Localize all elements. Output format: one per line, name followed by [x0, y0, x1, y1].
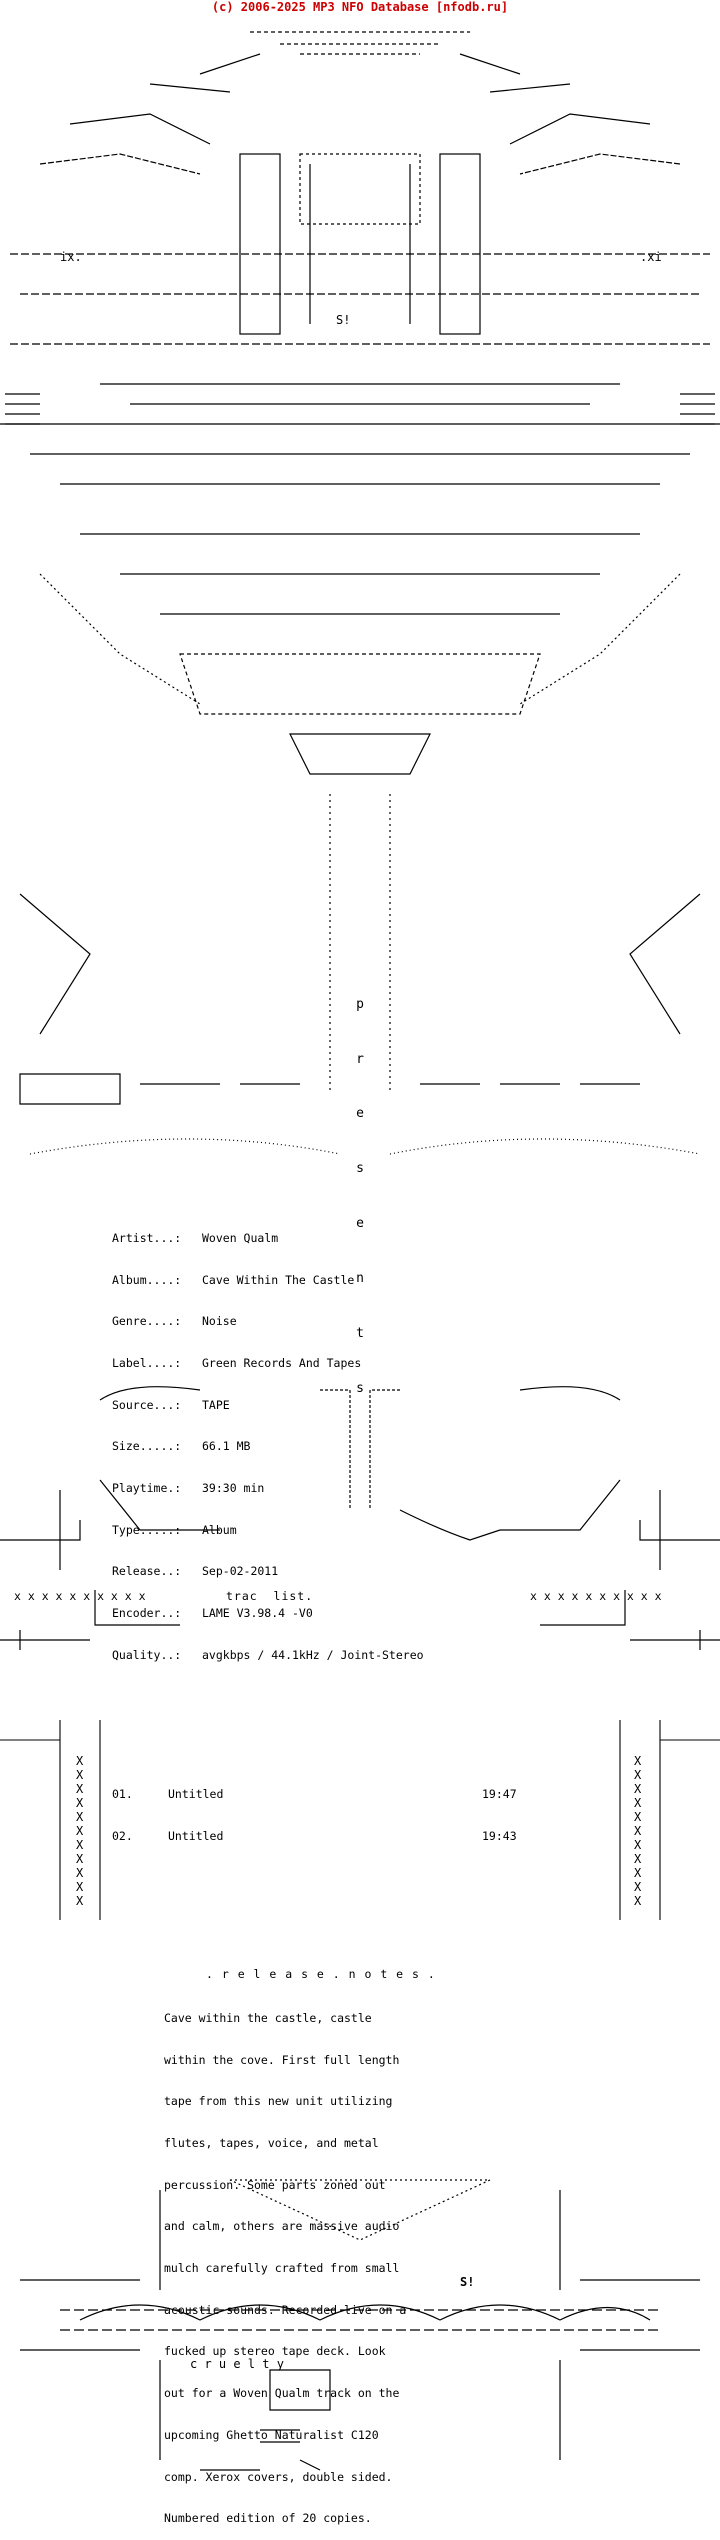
info-key: Label....: — [112, 1355, 182, 1370]
info-row-encoder: Encoder..: LAME V3.98.4 -V0 — [112, 1606, 424, 1621]
track-number: 02. — [112, 1828, 133, 1843]
info-value: Cave Within The Castle — [202, 1272, 355, 1287]
svg-text:X: X — [634, 1838, 642, 1852]
info-key: Source...: — [112, 1397, 182, 1412]
notes-line: and calm, others are massive audio — [164, 2219, 400, 2234]
svg-text:X: X — [76, 1894, 84, 1908]
release-notes-heading: . r e l e a s e . n o t e s . — [206, 1967, 436, 1981]
svg-text:X: X — [76, 1838, 84, 1852]
svg-text:X: X — [634, 1880, 642, 1894]
svg-text:X: X — [76, 1880, 84, 1894]
presents-letter: e — [356, 1106, 364, 1122]
x-row-right: x x x x x x x x x x — [530, 1589, 662, 1603]
logo-ix-left: ix. — [60, 250, 82, 264]
presents-letter: p — [356, 996, 364, 1012]
info-key: Quality..: — [112, 1647, 182, 1662]
info-value: Noise — [202, 1314, 237, 1329]
info-value: TAPE — [202, 1397, 230, 1412]
info-value: LAME V3.98.4 -V0 — [202, 1606, 313, 1621]
presents-letter: s — [356, 1380, 364, 1396]
info-key: Encoder..: — [112, 1606, 182, 1621]
svg-text:X: X — [634, 1894, 642, 1908]
svg-text:X: X — [634, 1866, 642, 1880]
presents-letter: n — [356, 1270, 364, 1286]
svg-text:X: X — [76, 1824, 84, 1838]
ascii-logo-art: ix. .xi S! — [0, 31, 720, 1155]
tracklist-heading: trac list. — [226, 1589, 314, 1603]
notes-line: out for a Woven Qualm track on the — [164, 2386, 400, 2401]
svg-text:X: X — [634, 1852, 642, 1866]
info-value: Woven Qualm — [202, 1230, 279, 1245]
info-key: Artist...: — [112, 1230, 182, 1245]
presents-vertical: p r e s e n t s — [353, 970, 367, 1422]
svg-text:X: X — [76, 1852, 84, 1866]
info-key: Genre....: — [112, 1314, 182, 1329]
tracklist-frame-art — [0, 1386, 720, 1650]
info-row-release: Release..: Sep-02-2011 — [112, 1564, 424, 1579]
notes-line: Numbered edition of 20 copies. — [164, 2511, 372, 2526]
info-key: Album....: — [112, 1272, 182, 1287]
svg-text:X: X — [634, 1810, 642, 1824]
info-row-source: Source...: TAPE — [112, 1397, 424, 1413]
info-key: Size.....: — [112, 1439, 182, 1454]
svg-text:X: X — [634, 1796, 642, 1810]
track-title: Untitled — [168, 1786, 224, 1801]
info-row-label: Label....: Green Records And Tapes — [112, 1355, 424, 1371]
svg-text:X: X — [634, 1824, 642, 1838]
info-row-artist: Artist...: Woven Qualm — [112, 1230, 424, 1246]
presents-letter: r — [356, 1051, 364, 1067]
info-row-album: Album....: Cave Within The Castle — [112, 1272, 424, 1288]
info-value: Green Records And Tapes — [202, 1355, 362, 1370]
info-value: 66.1 MB — [202, 1439, 251, 1454]
notes-line: within the cove. First full length — [164, 2052, 400, 2067]
tracklist: 01. Untitled 19:47 02. Untitled 19:43 — [112, 1760, 517, 1858]
info-row-genre: Genre....: Noise — [112, 1314, 424, 1329]
svg-text:X: X — [634, 1782, 642, 1796]
svg-text:X: X — [76, 1810, 84, 1824]
info-value: avgkbps / 44.1kHz / Joint-Stereo — [202, 1647, 424, 1662]
footer-cruelty: c r u e l t y — [190, 2357, 284, 2371]
logo-s-mark: S! — [336, 313, 350, 327]
svg-text:X: X — [76, 1782, 84, 1796]
notes-line: flutes, tapes, voice, and metal — [164, 2135, 379, 2150]
x-row-left: x x x x x x x x x x — [14, 1589, 146, 1603]
info-value: Sep-02-2011 — [202, 1564, 279, 1579]
notes-line: fucked up stereo tape deck. Look — [164, 2344, 386, 2359]
notes-line: Cave within the castle, castle — [164, 2010, 372, 2025]
footer-s-mark: S! — [460, 2275, 474, 2289]
notes-line: tape from this new unit utilizing — [164, 2094, 393, 2109]
svg-text:X: X — [76, 1866, 84, 1880]
footer-logo-art: S! c r u e l t y — [20, 2179, 700, 2471]
info-key: Playtime.: — [112, 1481, 182, 1496]
notes-line: comp. Xerox covers, double sided. — [164, 2469, 393, 2484]
svg-text:X: X — [76, 1768, 84, 1782]
info-row-playtime: Playtime.: 39:30 min — [112, 1481, 424, 1496]
track-time: 19:43 — [482, 1828, 517, 1843]
notes-line: percussion. Some parts zoned out — [164, 2177, 386, 2192]
track-row: 02. Untitled 19:43 — [112, 1828, 517, 1844]
track-number: 01. — [112, 1786, 133, 1801]
presents-letter: s — [356, 1161, 364, 1177]
svg-text:X: X — [76, 1754, 84, 1768]
track-time: 19:47 — [482, 1786, 517, 1801]
svg-text:X: X — [634, 1768, 642, 1782]
info-key: Release..: — [112, 1564, 182, 1579]
notes-line: upcoming Ghetto Naturalist C120 — [164, 2427, 379, 2442]
presents-letter: e — [356, 1216, 364, 1232]
notes-line: mulch carefully crafted from small — [164, 2261, 400, 2276]
info-row-quality: Quality..: avgkbps / 44.1kHz / Joint-Ster… — [112, 1647, 424, 1663]
info-row-size: Size.....: 66.1 MB — [112, 1439, 424, 1454]
track-row: 01. Untitled 19:47 — [112, 1786, 517, 1802]
logo-xi-right: .xi — [640, 250, 662, 264]
presents-letter: t — [356, 1325, 364, 1341]
info-value: 39:30 min — [202, 1481, 265, 1496]
nfodb-copyright: (c) 2006-2025 MP3 NFO Database [nfodb.ru… — [211, 0, 509, 14]
svg-text:X: X — [634, 1754, 642, 1768]
svg-text:X: X — [76, 1796, 84, 1810]
track-title: Untitled — [168, 1828, 224, 1843]
